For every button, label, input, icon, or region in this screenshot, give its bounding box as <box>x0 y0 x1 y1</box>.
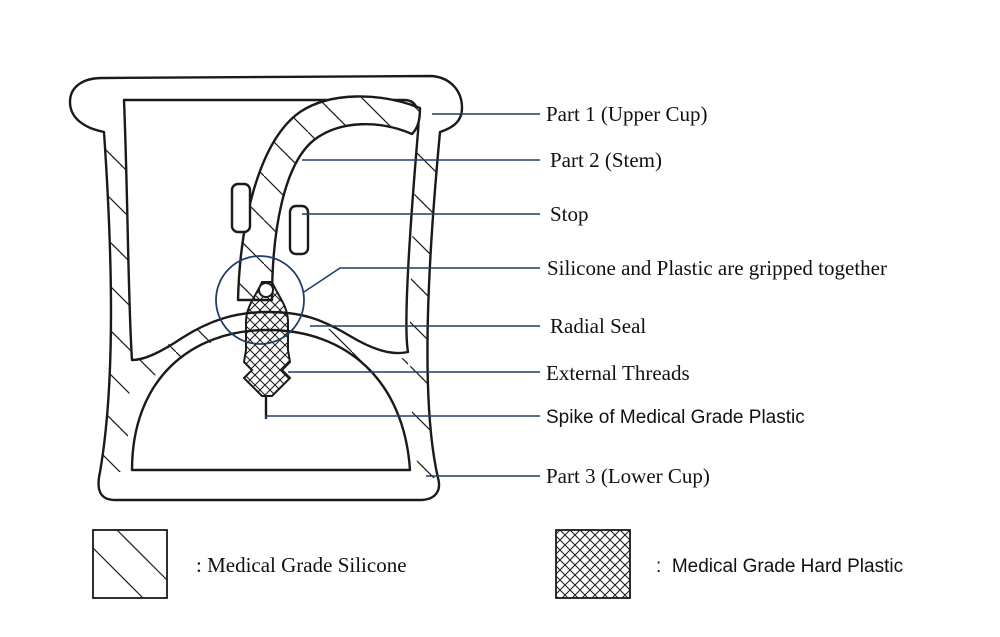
legend-label-plastic: : Medical Grade Hard Plastic <box>656 556 903 577</box>
leader-lines <box>265 113 540 477</box>
leader-gripped <box>303 267 540 293</box>
stop-tab-left <box>230 182 252 234</box>
silicone-wall-right <box>409 132 440 478</box>
label-part2: Part 2 (Stem) <box>550 148 662 172</box>
label-gripped: Silicone and Plastic are gripped togethe… <box>547 256 887 280</box>
label-part3: Part 3 (Lower Cup) <box>546 464 710 488</box>
legend-swatch-plastic <box>555 529 631 599</box>
spike-tip <box>258 282 274 298</box>
silicone-bridge-right <box>300 320 408 392</box>
legend-label-silicone: : Medical Grade Silicone <box>196 553 407 577</box>
label-part1: Part 1 (Upper Cup) <box>546 102 708 126</box>
stop-tab-right <box>288 204 310 256</box>
legend-swatch-silicone <box>92 529 168 599</box>
label-threads: External Threads <box>546 361 690 385</box>
legend: : Medical Grade Silicone : Medical Grade… <box>92 529 903 599</box>
leader-spike <box>265 415 540 418</box>
silicone-bridge <box>132 320 236 392</box>
stem-hatch <box>238 96 420 300</box>
grip-circle <box>215 255 305 345</box>
plastic-spike <box>242 281 292 397</box>
label-radial-seal: Radial Seal <box>550 314 646 338</box>
device-drawing <box>68 74 464 502</box>
label-spike: Spike of Medical Grade Plastic <box>546 407 805 428</box>
callout-labels: Part 1 (Upper Cup) Part 2 (Stem) Stop Si… <box>546 102 887 488</box>
silicone-wall-left <box>100 132 131 472</box>
label-stop: Stop <box>550 202 589 226</box>
